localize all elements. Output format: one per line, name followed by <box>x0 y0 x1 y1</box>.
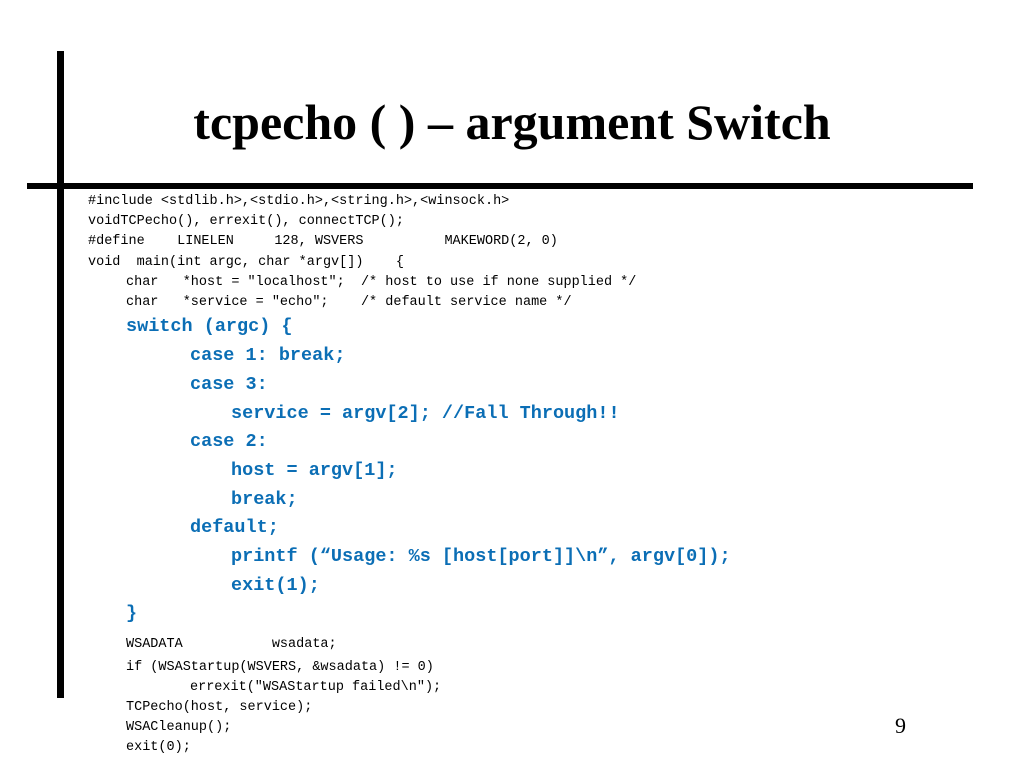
code-line-main: void main(int argc, char *argv[]) { <box>88 255 404 270</box>
code-line-host-assign: host = argv[1]; <box>231 460 398 481</box>
code-line-errexit: errexit("WSAStartup failed\n"); <box>190 680 442 695</box>
code-line-exit-1: exit(1); <box>231 575 320 596</box>
left-vertical-rule <box>57 51 64 698</box>
code-line-service-assign: service = argv[2]; //Fall Through!! <box>231 403 620 424</box>
code-line-default: default; <box>190 517 279 538</box>
slide-title: tcpecho ( ) – argument Switch <box>193 94 831 150</box>
code-line-printf: printf (“Usage: %s [host[port]]\n”, argv… <box>231 546 731 567</box>
code-line-prototypes: voidTCPecho(), errexit(), connectTCP(); <box>88 214 404 229</box>
code-line-break: break; <box>231 489 298 510</box>
code-line-tcpecho-call: TCPecho(host, service); <box>126 700 313 715</box>
code-line-include: #include <stdlib.h>,<stdio.h>,<string.h>… <box>88 194 510 209</box>
code-line-case-3: case 3: <box>190 374 268 395</box>
code-line-service: char *service = "echo"; /* default servi… <box>126 295 572 310</box>
code-line-wsacleanup: WSACleanup(); <box>126 720 232 735</box>
code-line-wsadata: WSADATA wsadata; <box>126 637 337 652</box>
code-line-switch: switch (argc) { <box>126 316 293 337</box>
code-line-case-2: case 2: <box>190 431 268 452</box>
code-line-close-brace: } <box>126 603 138 624</box>
page-number: 9 <box>895 713 906 738</box>
code-line-case-1: case 1: break; <box>190 345 346 366</box>
title-underline-rule <box>27 183 973 189</box>
code-line-wsastartup: if (WSAStartup(WSVERS, &wsadata) != 0) <box>126 660 434 675</box>
code-line-exit-0: exit(0); <box>126 740 191 755</box>
code-line-define: #define LINELEN 128, WSVERS MAKEWORD(2, … <box>88 234 558 249</box>
code-line-host: char *host = "localhost"; /* host to use… <box>126 275 637 290</box>
